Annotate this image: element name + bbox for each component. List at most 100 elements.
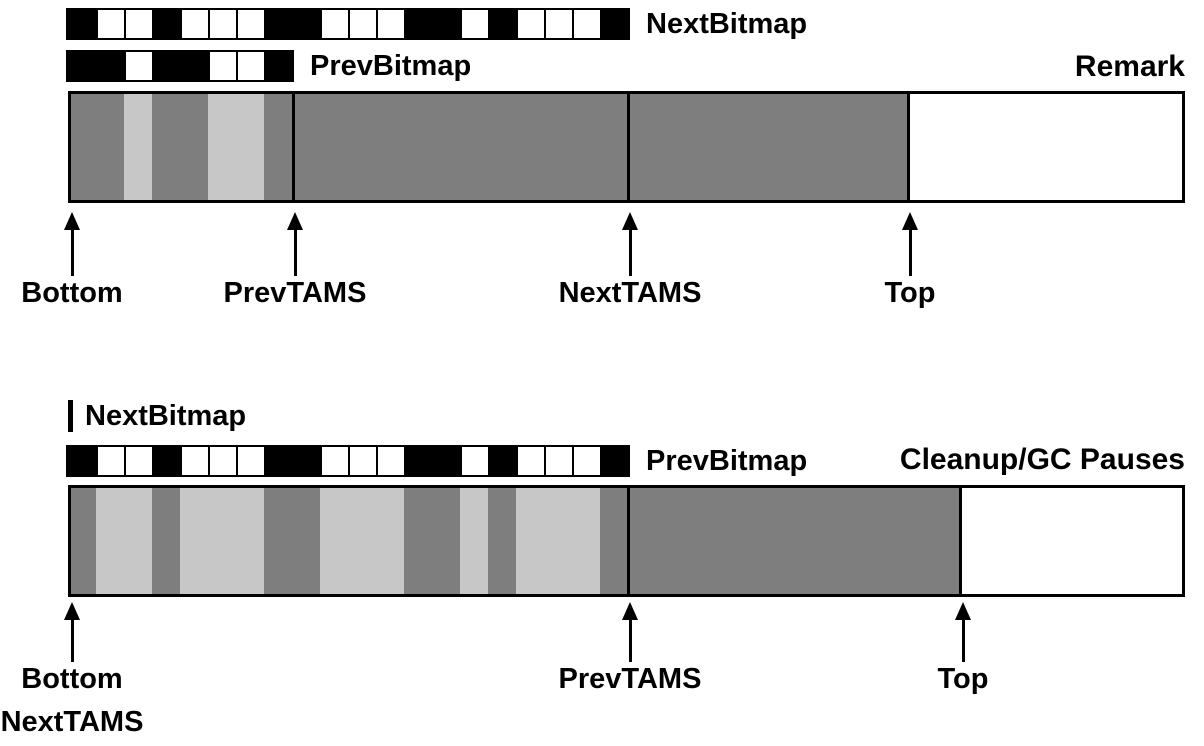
bar-segment-light [208, 91, 264, 203]
up-arrow-icon [955, 602, 971, 620]
bar-segment-dark [488, 485, 516, 597]
bitmap-cell-unmarked [348, 10, 376, 38]
up-arrow-shaft [961, 617, 965, 662]
bitmap-cell-marked [96, 52, 124, 80]
bar-segment-light [124, 91, 152, 203]
bar-segment-dark [264, 485, 320, 597]
up-arrow-shaft [293, 227, 297, 276]
up-arrow-icon [64, 212, 80, 230]
bitmap-cell-marked [432, 447, 460, 475]
bitmap-cell-marked [404, 10, 432, 38]
up-arrow-icon [622, 212, 638, 230]
bitmap-cell-unmarked [572, 10, 600, 38]
bar-segment-light [180, 485, 264, 597]
bitmap-cell-unmarked [460, 447, 488, 475]
marker-label-top: Top [937, 663, 989, 695]
marker-label-bottom: Bottom [21, 663, 123, 695]
bitmap-cell-marked [488, 447, 516, 475]
up-arrow-shaft [628, 617, 632, 662]
cleanup-prev-bitmap-label: PrevBitmap [646, 445, 808, 477]
remark-prev-bitmap-label: PrevBitmap [310, 50, 472, 82]
up-arrow-icon [622, 602, 638, 620]
cleanup-heap-region-bar [68, 485, 1185, 597]
bar-segment-light [96, 485, 152, 597]
bar-segment-dark [404, 485, 460, 597]
bitmap-cell-marked [180, 52, 208, 80]
marker-label-prevtams: PrevTAMS [558, 663, 702, 695]
cleanup-next-bitmap-label: NextBitmap [85, 400, 247, 432]
bitmap-cell-unmarked [460, 10, 488, 38]
up-arrow-icon [64, 602, 80, 620]
bitmap-cell-marked [264, 52, 292, 80]
bar-segment-white [908, 91, 1185, 203]
marker-label-nexttams: NextTAMS [558, 277, 702, 309]
remark-next-bitmap-label: NextBitmap [646, 8, 808, 40]
bar-segment-dark [68, 91, 124, 203]
bitmap-cell-unmarked [376, 447, 404, 475]
marker-label-bottom: Bottom [21, 277, 123, 309]
bitmap-cell-marked [292, 10, 320, 38]
bitmap-cell-unmarked [236, 447, 264, 475]
bar-segment-light [460, 485, 488, 597]
bitmap-cell-unmarked [208, 10, 236, 38]
bitmap-cell-marked [432, 10, 460, 38]
bitmap-cell-unmarked [124, 447, 152, 475]
bitmap-cell-unmarked [236, 52, 264, 80]
bitmap-cell-unmarked [516, 447, 544, 475]
bitmap-cell-marked [68, 10, 96, 38]
bar-segment-dark [264, 91, 908, 203]
up-arrow-icon [287, 212, 303, 230]
bitmap-cell-unmarked [180, 10, 208, 38]
bitmap-cell-marked [152, 10, 180, 38]
cleanup-title: Cleanup/GC Pauses [899, 443, 1185, 476]
up-arrow-icon [902, 212, 918, 230]
bitmap-cell-marked [152, 52, 180, 80]
up-arrow-shaft [70, 617, 74, 662]
up-arrow-shaft [628, 227, 632, 276]
bitmap-cell-marked [292, 447, 320, 475]
up-arrow-shaft [908, 227, 912, 276]
bar-segment-light [320, 485, 404, 597]
bitmap-cell-unmarked [320, 10, 348, 38]
bar-segment-white [960, 485, 1185, 597]
bitmap-cell-unmarked [544, 447, 572, 475]
bitmap-cell-marked [600, 10, 628, 38]
bitmap-cell-unmarked [96, 447, 124, 475]
cleanup-next-bitmap-empty-tick [68, 400, 73, 432]
remark-title: Remark [1074, 50, 1185, 83]
bitmap-cell-marked [264, 447, 292, 475]
bitmap-cell-marked [488, 10, 516, 38]
bitmap-cell-marked [68, 447, 96, 475]
marker-label-prevtams: PrevTAMS [223, 277, 367, 309]
remark-tams-divider [292, 91, 295, 203]
bitmap-cell-marked [600, 447, 628, 475]
bitmap-cell-unmarked [124, 52, 152, 80]
bitmap-cell-unmarked [208, 447, 236, 475]
bitmap-cell-unmarked [208, 52, 236, 80]
bitmap-cell-unmarked [180, 447, 208, 475]
bitmap-cell-unmarked [236, 10, 264, 38]
up-arrow-shaft [70, 227, 74, 276]
remark-heap-region-bar [68, 91, 1185, 203]
bitmap-cell-unmarked [516, 10, 544, 38]
marker-label-top: Top [884, 277, 936, 309]
bitmap-cell-marked [404, 447, 432, 475]
cleanup-tams-divider [627, 485, 630, 597]
bitmap-cell-unmarked [544, 10, 572, 38]
bitmap-cell-unmarked [96, 10, 124, 38]
bitmap-cell-marked [68, 52, 96, 80]
bitmap-cell-unmarked [572, 447, 600, 475]
bar-segment-dark [152, 485, 180, 597]
bitmap-cell-unmarked [320, 447, 348, 475]
bar-segment-dark [68, 485, 96, 597]
bar-segment-dark [152, 91, 208, 203]
remark-tams-divider [627, 91, 630, 203]
cleanup-tams-divider [959, 485, 962, 597]
bar-segment-dark [600, 485, 960, 597]
bitmap-cell-marked [152, 447, 180, 475]
remark-tams-divider [907, 91, 910, 203]
remark-next-bitmap-row [66, 8, 630, 40]
bitmap-cell-unmarked [376, 10, 404, 38]
marker-sublabel-nexttams: NextTAMS [0, 706, 144, 738]
